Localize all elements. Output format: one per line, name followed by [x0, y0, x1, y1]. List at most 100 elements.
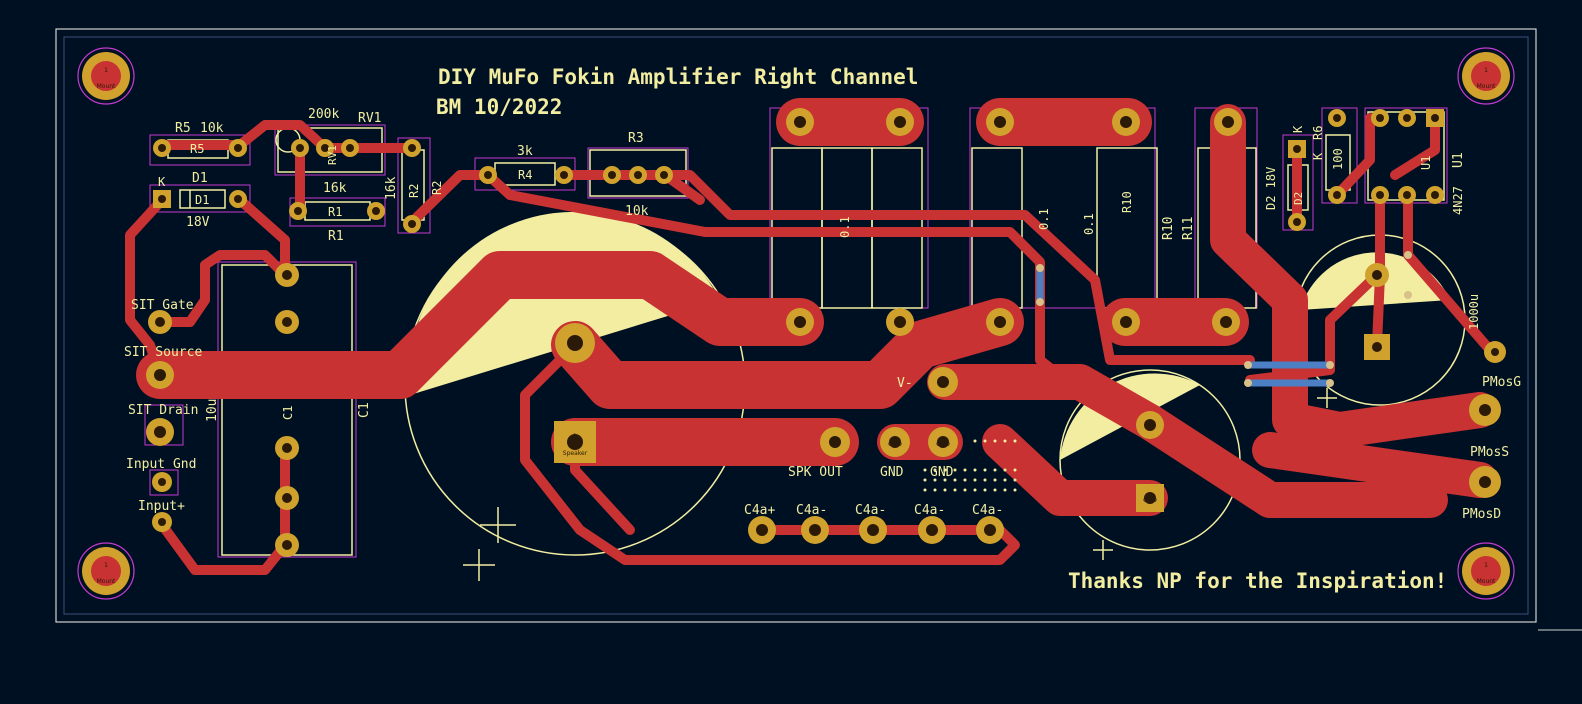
pad-u1[interactable]	[1426, 186, 1444, 204]
svg-text:U1: U1	[1419, 156, 1433, 170]
pad-r6[interactable]	[1328, 109, 1346, 127]
pad-small[interactable]	[291, 139, 309, 157]
pad-input-plus[interactable]	[152, 512, 172, 532]
pad-speaker-2[interactable]: 2	[555, 323, 595, 363]
board-title: DIY MuFo Fokin Amplifier Right Channel	[438, 65, 918, 89]
pad-cap-right[interactable]	[1365, 263, 1389, 287]
pad-c1[interactable]	[275, 263, 299, 287]
pad-cap-mid-sq[interactable]: GND	[1136, 484, 1164, 512]
svg-text:C1: C1	[357, 402, 372, 418]
svg-text:R11: R11	[1181, 217, 1196, 240]
pad-pmos-s[interactable]	[1469, 394, 1501, 426]
svg-text:Mount: Mount	[97, 83, 116, 90]
svg-text:1: 1	[1484, 67, 1488, 74]
board-inner-edge	[63, 36, 1529, 615]
pad-gnd[interactable]: GND	[928, 427, 958, 457]
pad-c1[interactable]	[275, 486, 299, 510]
pad-r-bottom[interactable]	[986, 308, 1014, 336]
pad-r-top[interactable]	[786, 108, 814, 136]
pad-u1[interactable]	[1371, 109, 1389, 127]
pad-u1[interactable]	[1371, 186, 1389, 204]
back-copper-traces	[1036, 264, 1334, 387]
pad-r6[interactable]	[1328, 186, 1346, 204]
pad-u1[interactable]	[1398, 109, 1416, 127]
pad-gnd[interactable]: GND	[880, 427, 910, 457]
pad-c4a[interactable]	[918, 516, 946, 544]
pad-u1[interactable]	[1398, 186, 1416, 204]
pad-c4a[interactable]	[859, 516, 887, 544]
power-trace-main	[136, 251, 824, 399]
mount-hole-tr[interactable]: 1 Mount	[1457, 47, 1515, 105]
svg-text:200k: 200k	[308, 107, 339, 122]
svg-text:R6: R6	[1311, 126, 1325, 140]
svg-text:R3: R3	[628, 131, 644, 146]
pad-sit-source[interactable]	[146, 361, 174, 389]
pad-d2[interactable]	[1288, 213, 1306, 231]
svg-text:K: K	[1291, 125, 1305, 133]
mount-hole-bl[interactable]: 1 Mount	[77, 542, 135, 600]
pad-c1[interactable]	[275, 533, 299, 557]
svg-text:SIT Source: SIT Source	[124, 345, 202, 360]
pad-small[interactable]	[367, 202, 385, 220]
pad-small[interactable]	[316, 139, 334, 157]
pad-cap-right-sq[interactable]	[1364, 334, 1390, 360]
pad-c4a[interactable]	[801, 516, 829, 544]
svg-text:SIT Gate: SIT Gate	[131, 298, 194, 313]
pad-r-bottom[interactable]	[886, 308, 914, 336]
svg-text:C4a-: C4a-	[855, 503, 886, 518]
pad-r-bottom[interactable]	[786, 308, 814, 336]
pad-small[interactable]	[229, 139, 247, 157]
pad-r-top[interactable]	[1112, 108, 1140, 136]
svg-text:GND: GND	[1143, 497, 1157, 504]
pad-pmos-g[interactable]	[1484, 341, 1506, 363]
pad-small[interactable]	[229, 190, 247, 208]
pad-input-gnd[interactable]	[152, 472, 172, 492]
pad-small[interactable]	[555, 166, 573, 184]
svg-text:GND: GND	[930, 465, 954, 480]
pad-small[interactable]	[603, 166, 621, 184]
svg-text:4N27: 4N27	[1451, 186, 1465, 215]
pad-sit-drain[interactable]	[146, 418, 174, 446]
pad-small[interactable]	[629, 166, 647, 184]
svg-text:GND: GND	[936, 441, 950, 448]
mount-hole-br[interactable]: 1 Mount	[1457, 542, 1515, 600]
pad-small[interactable]	[403, 215, 421, 233]
pad-c4a[interactable]	[748, 516, 776, 544]
pad-pmos-d[interactable]	[1469, 466, 1501, 498]
pad-small[interactable]	[153, 139, 171, 157]
pad-small[interactable]	[341, 139, 359, 157]
pad-u1[interactable]	[1426, 109, 1444, 127]
pad-small[interactable]	[289, 202, 307, 220]
mounting-holes[interactable]: 1 Mount 1 Mount 1 Mount 1 Mount	[77, 47, 1515, 600]
pad-square[interactable]	[153, 190, 171, 208]
svg-text:10u: 10u	[205, 399, 220, 422]
pad-v-minus[interactable]	[928, 367, 958, 397]
pad-small[interactable]	[403, 139, 421, 157]
pad-d2[interactable]	[1288, 140, 1306, 158]
svg-text:D2: D2	[1292, 192, 1305, 205]
svg-text:R1: R1	[328, 229, 344, 244]
pad-r-bottom[interactable]	[1212, 308, 1240, 336]
pad-c1[interactable]	[275, 436, 299, 460]
svg-text:1: 1	[1484, 562, 1488, 569]
pad-c4a[interactable]	[976, 516, 1004, 544]
pad-r-top[interactable]	[886, 108, 914, 136]
pad-r-top[interactable]	[1214, 108, 1242, 136]
mount-hole-tl[interactable]: 1 Mount	[77, 47, 135, 105]
pad-sit-gate[interactable]	[148, 310, 172, 334]
pad-spk-out[interactable]	[820, 427, 850, 457]
pad-small[interactable]	[479, 166, 497, 184]
pad-cap-mid[interactable]	[1136, 411, 1164, 439]
svg-text:Mount: Mount	[97, 578, 116, 585]
pad-r-bottom[interactable]	[1112, 308, 1140, 336]
svg-text:2: 2	[573, 335, 577, 342]
svg-text:R4: R4	[518, 168, 532, 182]
pad-small[interactable]	[655, 166, 673, 184]
svg-text:100: 100	[1331, 148, 1345, 170]
pad-c1[interactable]	[275, 310, 299, 334]
pad-r-top[interactable]	[986, 108, 1014, 136]
svg-text:3k: 3k	[517, 144, 533, 159]
